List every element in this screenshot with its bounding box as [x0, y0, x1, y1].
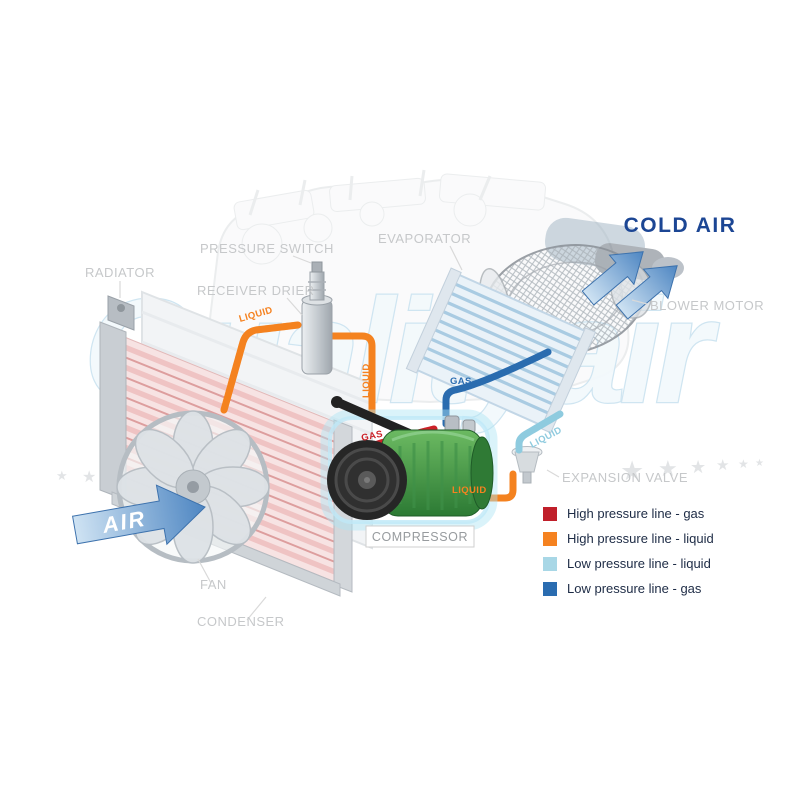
legend-label: Low pressure line - gas — [567, 581, 702, 596]
legend-item-low-gas: Low pressure line - gas — [543, 581, 714, 596]
blower-motor-label: BLOWER MOTOR — [650, 298, 764, 313]
pipe-low-pressure-liquid — [515, 410, 564, 454]
star-icon: ★ — [620, 456, 644, 486]
cold-air-label: COLD AIR — [624, 214, 737, 237]
star-icon: ★ — [755, 458, 764, 469]
label-leader-lines — [119, 245, 648, 621]
air-arrow: AIR — [71, 484, 206, 546]
legend-swatch-high-gas — [543, 506, 557, 521]
receiver-drier-label: RECEIVER DRIER — [197, 283, 315, 298]
legend-label: High pressure line - gas — [567, 506, 705, 521]
legend-swatch-low-liquid — [543, 556, 557, 571]
star-icon: ★ — [716, 457, 729, 474]
star-icon: ★ — [56, 468, 68, 483]
star-icon: ★ — [690, 457, 706, 477]
pressure-switch — [308, 261, 326, 301]
compressor-label-box: COMPRESSOR — [365, 525, 475, 548]
legend-item-high-liquid: High pressure line - liquid — [543, 531, 714, 546]
legend: High pressure line - gas High pressure l… — [543, 506, 714, 596]
star-icon: ★ — [658, 456, 678, 481]
gas-label: GAS — [450, 376, 472, 387]
compressor-label: COMPRESSOR — [372, 530, 468, 544]
pressure-switch-label: PRESSURE SWITCH — [200, 241, 334, 256]
gas-label: GAS — [360, 429, 384, 444]
liquid-label: LIQUID — [361, 363, 372, 398]
legend-item-high-gas: High pressure line - gas — [543, 506, 714, 521]
star-icon: ★ — [738, 457, 749, 471]
cold-air-arrows — [581, 251, 678, 320]
radiator-label: RADIATOR — [85, 265, 155, 280]
compressor-pulley — [327, 440, 407, 520]
evaporator-label: EVAPORATOR — [378, 231, 471, 246]
legend-label: Low pressure line - liquid — [567, 556, 711, 571]
fan — [116, 410, 270, 564]
star-icon: ★ — [82, 469, 96, 486]
liquid-label: LIQUID — [452, 485, 487, 496]
receiver-drier — [301, 261, 333, 375]
expansion-valve-label: EXPANSION VALVE — [562, 470, 688, 485]
legend-swatch-high-liquid — [543, 531, 557, 546]
compressor — [320, 396, 498, 531]
legend-item-low-liquid: Low pressure line - liquid — [543, 556, 714, 571]
legend-swatch-low-gas — [543, 581, 557, 596]
pipe-high-pressure-liquid — [220, 321, 517, 502]
pipe-low-pressure-gas — [442, 348, 552, 428]
legend-label: High pressure line - liquid — [567, 531, 714, 546]
condenser-label: CONDENSER — [197, 614, 285, 629]
fan-label: FAN — [200, 577, 227, 592]
